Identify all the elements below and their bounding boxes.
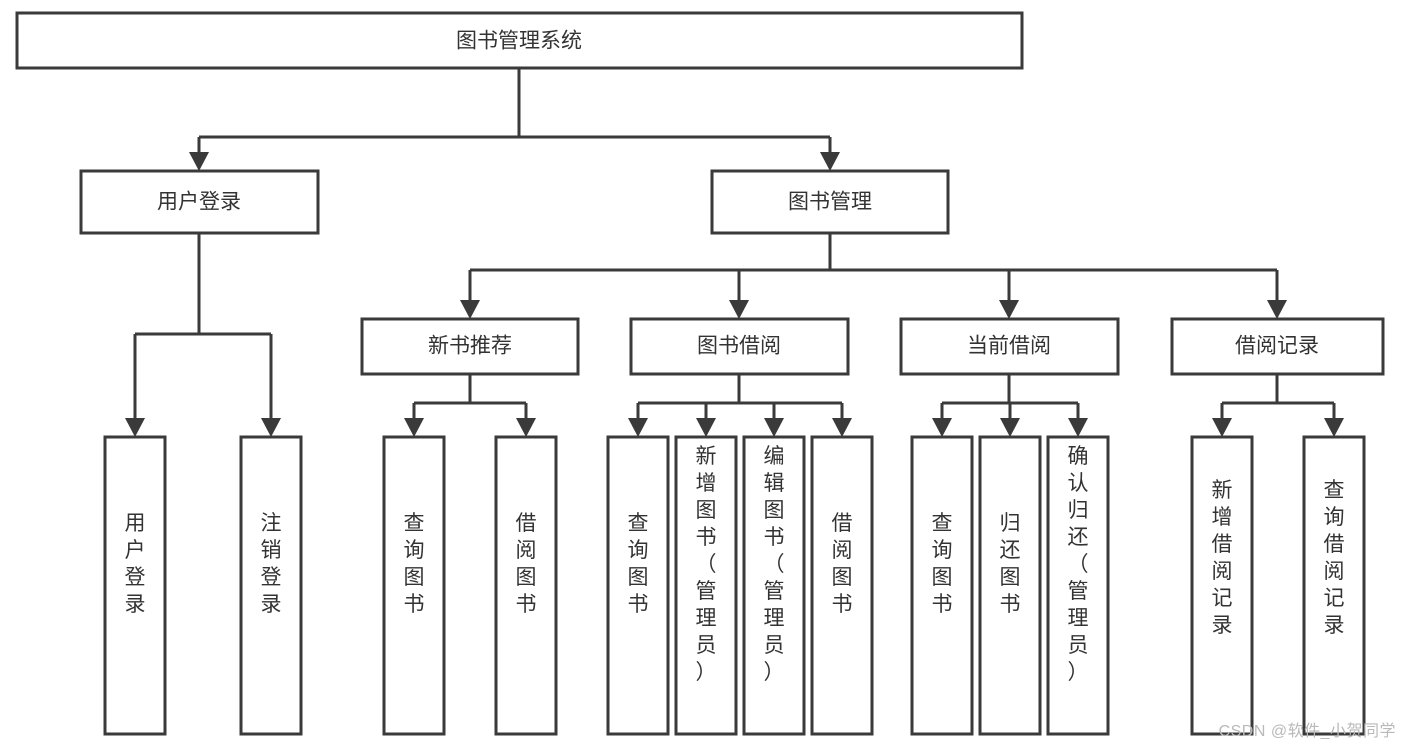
node-current-borrow[interactable]: 当前借阅 [899, 317, 1120, 376]
node-leaf-return-book-label: 归还图书 [1000, 512, 1021, 616]
node-leaf-borrow-book-2[interactable]: 借阅图书 [810, 435, 874, 736]
arrowhead-leaf-query-book-3 [932, 418, 952, 437]
node-borrow-record-label: 借阅记录 [1235, 335, 1319, 358]
node-leaf-add-book[interactable]: 新增图书（管理员） [674, 435, 738, 736]
node-leaf-user-logout[interactable]: 注销登录 [239, 435, 303, 736]
node-current-borrow-box[interactable] [899, 317, 1120, 376]
node-borrow-record-box[interactable] [1170, 317, 1385, 376]
arrowhead-leaf-query-book-1 [404, 418, 424, 437]
node-leaf-borrow-book-2-box[interactable] [810, 435, 874, 736]
node-leaf-confirm-return-box[interactable] [1046, 435, 1110, 736]
arrowhead-leaf-query-book-2 [628, 418, 648, 437]
node-leaf-query-book-3-box[interactable] [910, 435, 974, 736]
node-leaf-query-book-2-box[interactable] [606, 435, 670, 736]
node-leaf-return-book-box[interactable] [978, 435, 1042, 736]
edge-group [125, 68, 1344, 437]
node-book-borrow[interactable]: 图书借阅 [629, 317, 850, 376]
node-leaf-add-record-label: 新增借阅记录 [1212, 479, 1233, 637]
arrowhead-book-borrow [729, 300, 749, 319]
node-user-login-label: 用户登录 [157, 191, 241, 214]
node-root[interactable]: 图书管理系统 [15, 11, 1024, 70]
arrowhead-leaf-confirm-return [1068, 418, 1088, 437]
arrowhead-current-borrow [999, 300, 1019, 319]
node-leaf-query-book-2[interactable]: 查询图书 [606, 435, 670, 736]
arrowhead-user-login [189, 152, 209, 171]
arrowhead-leaf-user-login [125, 418, 145, 437]
node-leaf-add-record[interactable]: 新增借阅记录 [1190, 435, 1254, 736]
node-leaf-user-login-box[interactable] [103, 435, 167, 736]
node-leaf-add-book-label: 新增图书（管理员） [696, 445, 717, 684]
node-borrow-record[interactable]: 借阅记录 [1170, 317, 1385, 376]
node-leaf-confirm-return-label: 确认归还（管理员） [1068, 445, 1089, 684]
node-leaf-user-login[interactable]: 用户登录 [103, 435, 167, 736]
node-leaf-edit-book-label: 编辑图书（管理员） [764, 445, 785, 684]
node-leaf-edit-book-box[interactable] [742, 435, 806, 736]
node-leaf-user-logout-box[interactable] [239, 435, 303, 736]
node-book-manage-label: 图书管理 [788, 191, 872, 214]
arrowhead-leaf-query-record [1324, 418, 1344, 437]
node-leaf-edit-book[interactable]: 编辑图书（管理员） [742, 435, 806, 736]
node-new-book-rec-box[interactable] [360, 317, 580, 376]
arrowhead-book-manage [820, 152, 840, 171]
node-leaf-query-book-3[interactable]: 查询图书 [910, 435, 974, 736]
node-user-login[interactable]: 用户登录 [79, 169, 320, 235]
arrowhead-new-book-rec [460, 300, 480, 319]
node-leaf-query-record-box[interactable] [1302, 435, 1366, 736]
node-leaf-return-book[interactable]: 归还图书 [978, 435, 1042, 736]
node-leaf-query-record[interactable]: 查询借阅记录 [1302, 435, 1366, 736]
node-leaf-borrow-book-2-label: 借阅图书 [832, 512, 853, 616]
node-leaf-user-login-label: 用户登录 [125, 512, 146, 616]
node-leaf-query-book-1-box[interactable] [382, 435, 446, 736]
arrowhead-borrow-record [1267, 300, 1287, 319]
node-leaf-confirm-return[interactable]: 确认归还（管理员） [1046, 435, 1110, 736]
node-leaf-borrow-book-1-label: 借阅图书 [516, 512, 537, 616]
node-leaf-borrow-book-1[interactable]: 借阅图书 [494, 435, 558, 736]
node-new-book-rec[interactable]: 新书推荐 [360, 317, 580, 376]
node-leaf-borrow-book-1-box[interactable] [494, 435, 558, 736]
arrowhead-leaf-edit-book [764, 418, 784, 437]
arrowhead-leaf-borrow-book-2 [832, 418, 852, 437]
node-user-login-box[interactable] [79, 169, 320, 235]
node-root-box[interactable] [15, 11, 1024, 70]
node-leaf-add-book-box[interactable] [674, 435, 738, 736]
node-root-label: 图书管理系统 [456, 30, 582, 53]
node-leaf-user-logout-label: 注销登录 [261, 512, 282, 616]
node-book-manage-box[interactable] [710, 169, 950, 235]
node-book-manage[interactable]: 图书管理 [710, 169, 950, 235]
node-book-borrow-label: 图书借阅 [697, 335, 781, 358]
node-leaf-query-book-1-label: 查询图书 [404, 512, 425, 616]
node-leaf-query-book-3-label: 查询图书 [932, 512, 953, 616]
node-leaf-query-record-label: 查询借阅记录 [1324, 479, 1345, 637]
node-leaf-query-book-2-label: 查询图书 [628, 512, 649, 616]
node-current-borrow-label: 当前借阅 [967, 335, 1051, 358]
arrowhead-leaf-add-record [1212, 418, 1232, 437]
node-leaf-add-record-box[interactable] [1190, 435, 1254, 736]
node-new-book-rec-label: 新书推荐 [428, 335, 512, 358]
arrowhead-leaf-return-book [1000, 418, 1020, 437]
node-book-borrow-box[interactable] [629, 317, 850, 376]
arrowhead-leaf-user-logout [261, 418, 281, 437]
arrowhead-leaf-add-book [696, 418, 716, 437]
arrowhead-leaf-borrow-book-1 [516, 418, 536, 437]
node-leaf-query-book-1[interactable]: 查询图书 [382, 435, 446, 736]
